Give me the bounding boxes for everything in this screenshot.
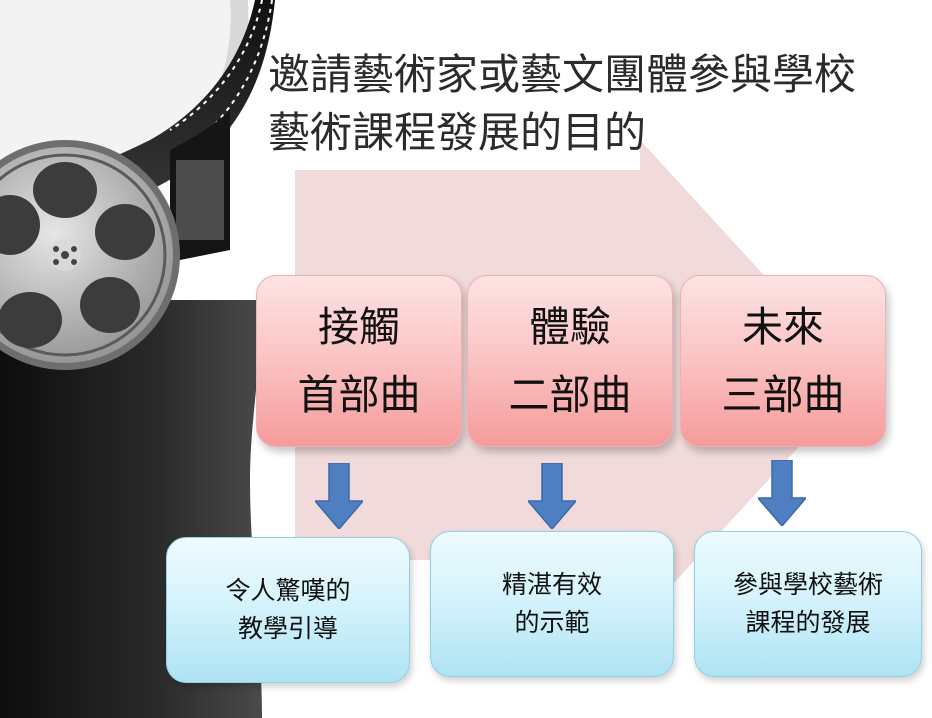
page-title: 邀請藝術家或藝文團體參與學校 藝術課程發展的目的 [268, 46, 918, 162]
result-box-1: 令人驚嘆的 教學引導 [166, 537, 410, 683]
stage-box-1: 接觸 首部曲 [256, 275, 462, 447]
stage-2-name: 體驗 [529, 303, 611, 351]
film-reel-icon [0, 140, 180, 370]
title-line-2: 藝術課程發展的目的 [268, 108, 647, 157]
result-box-3: 參與學校藝術 課程的發展 [694, 531, 922, 677]
stage-1-part: 首部曲 [297, 371, 421, 419]
stage-3-name: 未來 [742, 303, 824, 351]
title-line-1: 邀請藝術家或藝文團體參與學校 [268, 50, 857, 99]
result-1-line-2: 教學引導 [237, 614, 338, 643]
stage-box-2: 體驗 二部曲 [467, 275, 673, 447]
stage-2-part: 二部曲 [508, 371, 632, 419]
result-2-line-2: 的示範 [514, 608, 590, 637]
down-arrow-icon [528, 463, 576, 529]
stage-box-3: 未來 三部曲 [680, 275, 886, 447]
stage-1-name: 接觸 [318, 303, 400, 351]
result-box-2: 精湛有效 的示範 [430, 531, 674, 677]
down-arrow-icon [315, 463, 363, 529]
result-1-line-1: 令人驚嘆的 [225, 576, 351, 605]
stage-3-part: 三部曲 [721, 371, 845, 419]
result-2-line-1: 精湛有效 [501, 570, 602, 599]
down-arrow-icon [758, 460, 806, 526]
result-3-line-1: 參與學校藝術 [732, 570, 883, 599]
result-3-line-2: 課程的發展 [745, 608, 871, 637]
